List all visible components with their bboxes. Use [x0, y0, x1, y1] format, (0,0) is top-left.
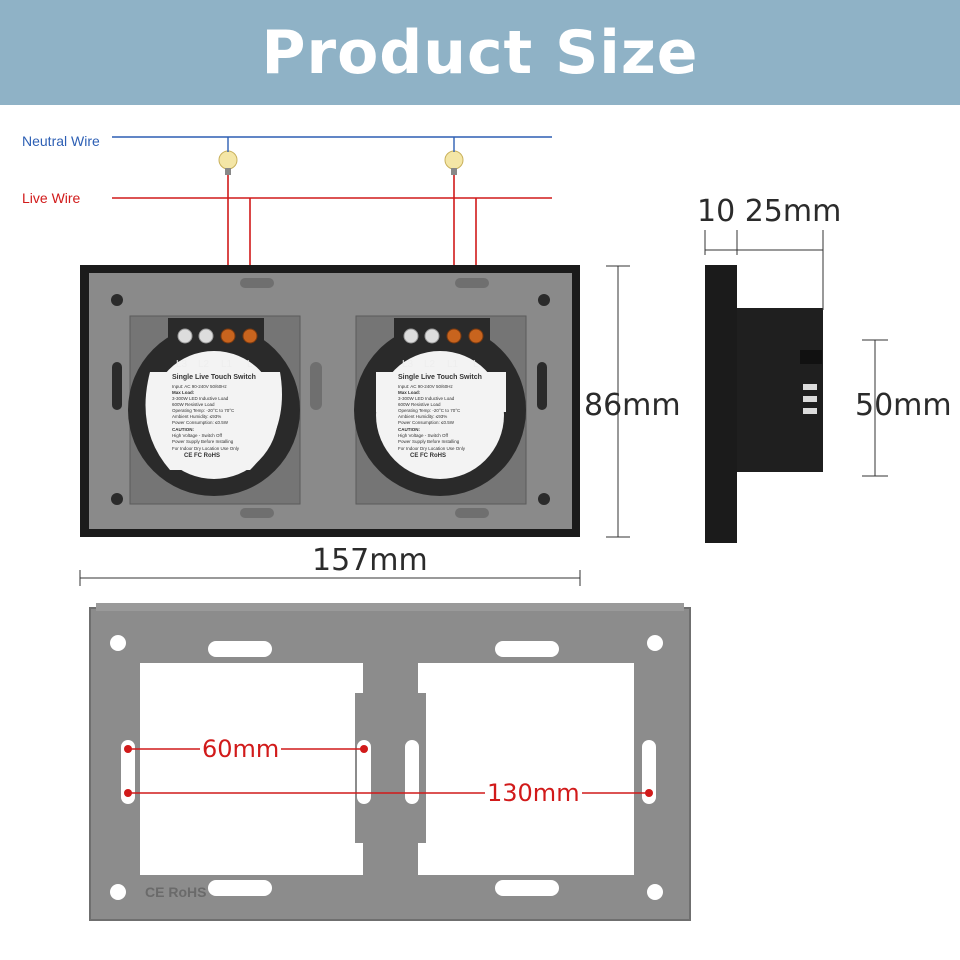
- depth-dimension-label: 10 25mm: [697, 194, 842, 229]
- module-spec-line: 600W Resistive Load: [398, 402, 441, 407]
- module-spec-line: CE FC RoHS: [184, 453, 220, 459]
- width-dimension-label: 157mm: [312, 543, 428, 578]
- inner-hole-dimension-label: 60mm: [200, 735, 282, 763]
- module-spec-line: Power Supply Before Installing: [398, 439, 460, 444]
- module-spec-line: CAUTION:: [398, 427, 420, 432]
- module-title: Single Live Touch Switch: [172, 374, 256, 381]
- module-spec-line: Power Consumption: ≤0.5W: [172, 420, 228, 425]
- terminal-label: L3: [402, 359, 414, 370]
- terminal-label: L: [473, 359, 479, 370]
- module-spec-line: Input: AC 90-240V 50/60Hz: [398, 384, 453, 389]
- module-spec-line: Input: AC 90-240V 50/60Hz: [172, 384, 227, 389]
- module-spec-line: Power Supply Before Installing: [172, 439, 234, 444]
- module-spec-line: Power Consumption: ≤0.5W: [398, 420, 454, 425]
- module-spec-line: CE FC RoHS: [410, 453, 446, 459]
- bulb-icon: [218, 150, 238, 175]
- terminal-label: L1: [447, 359, 459, 370]
- module-spec-line: CAUTION:: [172, 427, 194, 432]
- terminal-label: L1: [221, 359, 233, 370]
- module-spec-line: Max Load:: [172, 390, 195, 395]
- module-spec-line: 600W Resistive Load: [172, 402, 215, 407]
- module-spec-line: Ambient Humidity: ≤93%: [172, 414, 222, 419]
- mounting-frame: [89, 603, 691, 921]
- terminal-label: L2: [198, 359, 210, 370]
- module-spec-line: Max Load:: [398, 390, 421, 395]
- bulb-icon: [444, 150, 464, 175]
- switch-module: [128, 315, 301, 505]
- header-banner: Product Size: [0, 0, 960, 105]
- terminal-label: L2: [424, 359, 436, 370]
- module-spec-line: High Voltage - Switch Off: [172, 433, 222, 438]
- module-title: Single Live Touch Switch: [398, 374, 482, 381]
- module-spec-line: 3-300W LED Inductive Load: [172, 396, 229, 401]
- module-spec-line: Ambient Humidity: ≤93%: [398, 414, 448, 419]
- terminal-label: L: [247, 359, 253, 370]
- outer-hole-dimension-label: 130mm: [485, 779, 582, 807]
- module-spec-line: Operating Temp: -20°C to 70°C: [398, 408, 461, 413]
- module-spec-line: For Indoor Dry Location Use Only: [398, 446, 466, 451]
- switch-module: [354, 315, 527, 505]
- switch-side-panel: [705, 265, 737, 543]
- module-spec-line: For Indoor Dry Location Use Only: [172, 446, 240, 451]
- module-spec-line: Operating Temp: -20°C to 70°C: [172, 408, 235, 413]
- module-spec-line: 3-300W LED Inductive Load: [398, 396, 455, 401]
- body-dimension-label: 50mm: [855, 388, 952, 423]
- neutral-wire-label: Neutral Wire: [22, 133, 100, 149]
- module-spec-line: High Voltage - Switch Off: [398, 433, 448, 438]
- page-title: Product Size: [261, 17, 699, 88]
- height-dimension-label: 86mm: [584, 388, 681, 423]
- live-wire-label: Live Wire: [22, 190, 81, 206]
- frame-marking: CE RoHS: [145, 884, 207, 900]
- terminal-label: L3: [176, 359, 188, 370]
